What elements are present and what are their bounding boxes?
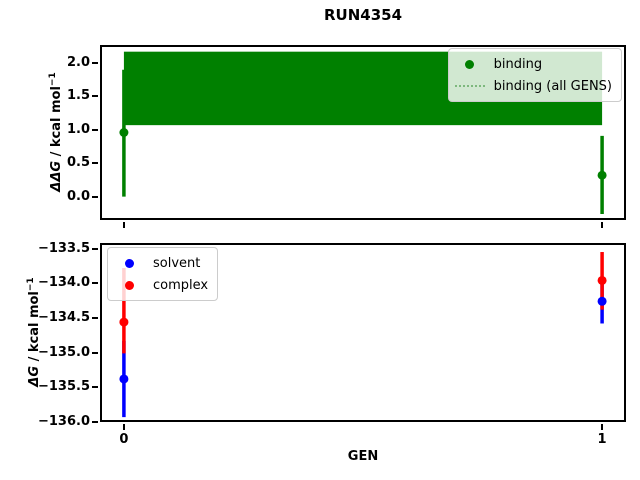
y-tick-label: −133.5 (37, 240, 90, 256)
legend-marker-icon (455, 59, 485, 69)
marker-glyph (124, 280, 134, 290)
marker-glyph (124, 258, 134, 268)
y-tick (92, 128, 98, 131)
y-tick (92, 282, 98, 285)
dg-subplot: −133.5 −134.0 −134.5 −135.0 −135.5 −136.0 0 1 so… (38, 241, 626, 447)
y-tick (92, 195, 98, 198)
binding-point (597, 170, 607, 180)
y-tick-label: 2.0 (66, 55, 90, 71)
y-tick (92, 351, 98, 354)
y-tick-label: −134.0 (37, 275, 90, 291)
complex-point (597, 275, 607, 285)
ylabel-dg-symbol: ΔG (27, 365, 43, 387)
y-tick-label: 0.0 (66, 188, 90, 204)
legend-marker-icon (114, 280, 144, 290)
legend-label: complex (153, 277, 209, 293)
solvent-point (597, 296, 607, 306)
y-tick-label: 0.5 (66, 155, 90, 171)
plot-title: RUN4354 (323, 6, 403, 24)
legend-item-complex: complex (114, 274, 208, 296)
legend-label: binding (493, 56, 543, 72)
x-tick-label: 1 (597, 432, 607, 447)
complex-point (119, 317, 129, 327)
y-tick-label: −136.0 (37, 414, 90, 429)
binding-subplot: 2.0 1.5 1.0 0.5 0.0 binding binding (all GENS) (67, 45, 626, 228)
y-tick (92, 162, 98, 165)
legend-item-binding-all-gens-: binding (all GENS) (454, 75, 612, 97)
y-axis-label-ddg: ΔΔG / kcal mol−1 (48, 72, 64, 191)
ylabel-dg-exponent: −1 (25, 277, 36, 292)
y-tick-label: −135.0 (37, 344, 90, 360)
legend: solvent complex (107, 247, 219, 301)
x-tick (122, 424, 125, 430)
legend-label: binding (all GENS) (493, 78, 612, 94)
x-tick (601, 424, 604, 430)
legend-label: solvent (153, 255, 201, 271)
legend-marker-icon (114, 258, 144, 268)
x-axis-label: GEN (347, 449, 379, 464)
y-tick-label: −134.5 (37, 309, 90, 325)
x-tick (122, 222, 125, 228)
dg-subplot-canvas (119, 252, 607, 418)
y-tick (92, 316, 98, 319)
marker-glyph (465, 59, 475, 69)
ylabel-dg-units: / kcal mol (27, 291, 43, 366)
legend: binding binding (all GENS) (447, 48, 622, 102)
x-tick (601, 222, 604, 228)
y-tick (92, 386, 98, 389)
y-tick (92, 95, 98, 98)
ylabel-ddg-symbol: ΔΔG (49, 160, 65, 192)
y-tick-label: 1.0 (66, 121, 90, 137)
dotted-line-glyph (454, 85, 485, 87)
legend-item-binding: binding (455, 53, 612, 75)
ylabel-ddg-units: / kcal mol (49, 86, 65, 161)
solvent-point (119, 374, 129, 384)
y-tick (92, 421, 98, 423)
y-axis-label-dg: ΔG / kcal mol−1 (26, 277, 42, 386)
y-tick-label: −135.5 (37, 379, 90, 395)
y-tick-label: 1.5 (66, 88, 90, 104)
legend-item-solvent: solvent (114, 252, 208, 274)
x-tick-label: 0 (119, 432, 129, 447)
binding-point (119, 128, 129, 137)
legend-dotted-line-icon (454, 85, 485, 87)
y-tick (92, 62, 98, 65)
y-tick (92, 247, 98, 250)
ylabel-ddg-exponent: −1 (47, 72, 58, 87)
